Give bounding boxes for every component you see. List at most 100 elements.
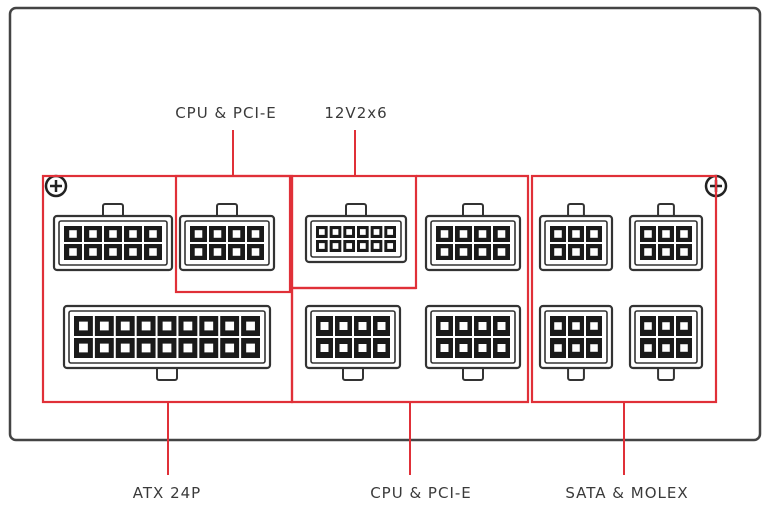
connector-pin-hole	[359, 229, 366, 235]
connector-pin-hole	[459, 248, 468, 256]
connector-pin-hole	[162, 343, 172, 353]
connector-pin-hole	[194, 230, 203, 238]
connector-pin-hole	[109, 248, 117, 256]
connector-pin-hole	[251, 230, 260, 238]
connector-pin-hole	[320, 322, 329, 330]
connector-pin-hole	[377, 322, 386, 330]
connector-pin-hole	[359, 243, 366, 249]
connector-pin-hole	[213, 248, 222, 256]
label-cpu-pcie-bottom: CPU & PCI-E	[370, 484, 472, 502]
connector-pin-hole	[89, 230, 97, 238]
conn-sata-molex-top-b	[628, 203, 704, 272]
connector-pin-hole	[440, 248, 449, 256]
connector-pin-hole	[680, 322, 688, 330]
connector-pin-hole	[554, 230, 562, 238]
connector-pin-hole	[204, 343, 214, 353]
connector-pin-hole	[109, 230, 117, 238]
conn-atx-18pin	[62, 304, 272, 381]
connector-pin-hole	[387, 229, 394, 235]
connector-pin-hole	[662, 230, 670, 238]
connector-pin-hole	[644, 322, 652, 330]
conn-sata-molex-bottom-b	[628, 304, 704, 381]
connector-pin-hole	[318, 229, 325, 235]
connector-pin-hole	[79, 321, 88, 331]
connector-pin-hole	[232, 248, 241, 256]
connector-pin-hole	[318, 243, 325, 249]
label-sata-molex: SATA & MOLEX	[565, 484, 688, 502]
connector-pin-hole	[554, 322, 562, 330]
leader-lines	[167, 130, 625, 475]
conn-sata-molex-top-a	[538, 203, 614, 272]
connector-pin-hole	[644, 344, 652, 352]
connector-pin-hole	[332, 229, 339, 235]
connector-pin-hole	[204, 321, 214, 331]
connector-pin-hole	[358, 322, 367, 330]
connector-pin-hole	[346, 229, 353, 235]
connector-pin-hole	[662, 248, 670, 256]
connector-pin-hole	[387, 243, 394, 249]
connector-pin-hole	[120, 321, 130, 331]
connector-pin-hole	[590, 344, 598, 352]
connector-pin-hole	[680, 344, 688, 352]
conn-sata-molex-bottom-a	[538, 304, 614, 381]
connector-pin-hole	[339, 322, 348, 330]
connector-pin-hole	[141, 343, 151, 353]
connector-pin-hole	[590, 230, 598, 238]
connector-pin-hole	[183, 321, 193, 331]
label-cpu-pcie-top: CPU & PCI-E	[175, 104, 277, 122]
connector-pin-hole	[129, 248, 137, 256]
connector-pin-hole	[194, 248, 203, 256]
connector-pin-hole	[554, 344, 562, 352]
connector-pin-hole	[149, 230, 157, 238]
label-12v2x6: 12V2x6	[324, 104, 387, 122]
connector-pin-hole	[572, 230, 580, 238]
connector-pin-hole	[440, 230, 449, 238]
connector-pin-hole	[459, 322, 468, 330]
conn-cpu-pcie-top-b	[424, 203, 522, 272]
connector-pin-hole	[644, 248, 652, 256]
connector-pin-hole	[440, 322, 449, 330]
connector-pin-hole	[440, 344, 449, 352]
connector-pin-hole	[346, 243, 353, 249]
connector-pin-hole	[572, 322, 580, 330]
connector-pin-hole	[99, 321, 109, 331]
connector-pin-hole	[478, 230, 487, 238]
connector-pin-hole	[478, 322, 487, 330]
connector-pin-hole	[246, 321, 255, 331]
connector-pin-hole	[225, 321, 235, 331]
connector-pin-hole	[459, 344, 468, 352]
connector-pin-hole	[332, 243, 339, 249]
connector-pin-hole	[644, 230, 652, 238]
connector-pin-hole	[141, 321, 151, 331]
connector-pin-hole	[149, 248, 157, 256]
conn-12v2x6	[304, 203, 408, 264]
connector-pin-hole	[662, 344, 670, 352]
connector-pin-hole	[99, 343, 109, 353]
conn-cpu-pcie-bottom-b	[424, 304, 522, 381]
connector-pin-hole	[320, 344, 329, 352]
connector-pin-hole	[251, 248, 260, 256]
conn-cpu-pcie-bottom-a	[304, 304, 402, 381]
conn-cpu-pcie-top-a	[178, 203, 276, 272]
connectors-group	[52, 203, 704, 381]
connector-pin-hole	[373, 243, 380, 249]
connector-pin-hole	[478, 248, 487, 256]
connector-pin-hole	[69, 248, 77, 256]
connector-pin-hole	[554, 248, 562, 256]
connector-pin-hole	[89, 248, 97, 256]
connector-pin-hole	[162, 321, 172, 331]
connector-pin-hole	[497, 344, 506, 352]
connector-pin-hole	[246, 343, 255, 353]
connector-pin-hole	[680, 248, 688, 256]
connector-pin-hole	[377, 344, 386, 352]
connector-pin-hole	[183, 343, 193, 353]
connector-pin-hole	[459, 230, 468, 238]
connector-pin-hole	[225, 343, 235, 353]
connector-pin-hole	[79, 343, 88, 353]
connector-pin-hole	[680, 230, 688, 238]
connector-pin-hole	[129, 230, 137, 238]
connector-pin-hole	[572, 344, 580, 352]
connector-pin-hole	[373, 229, 380, 235]
connector-pin-hole	[232, 230, 241, 238]
